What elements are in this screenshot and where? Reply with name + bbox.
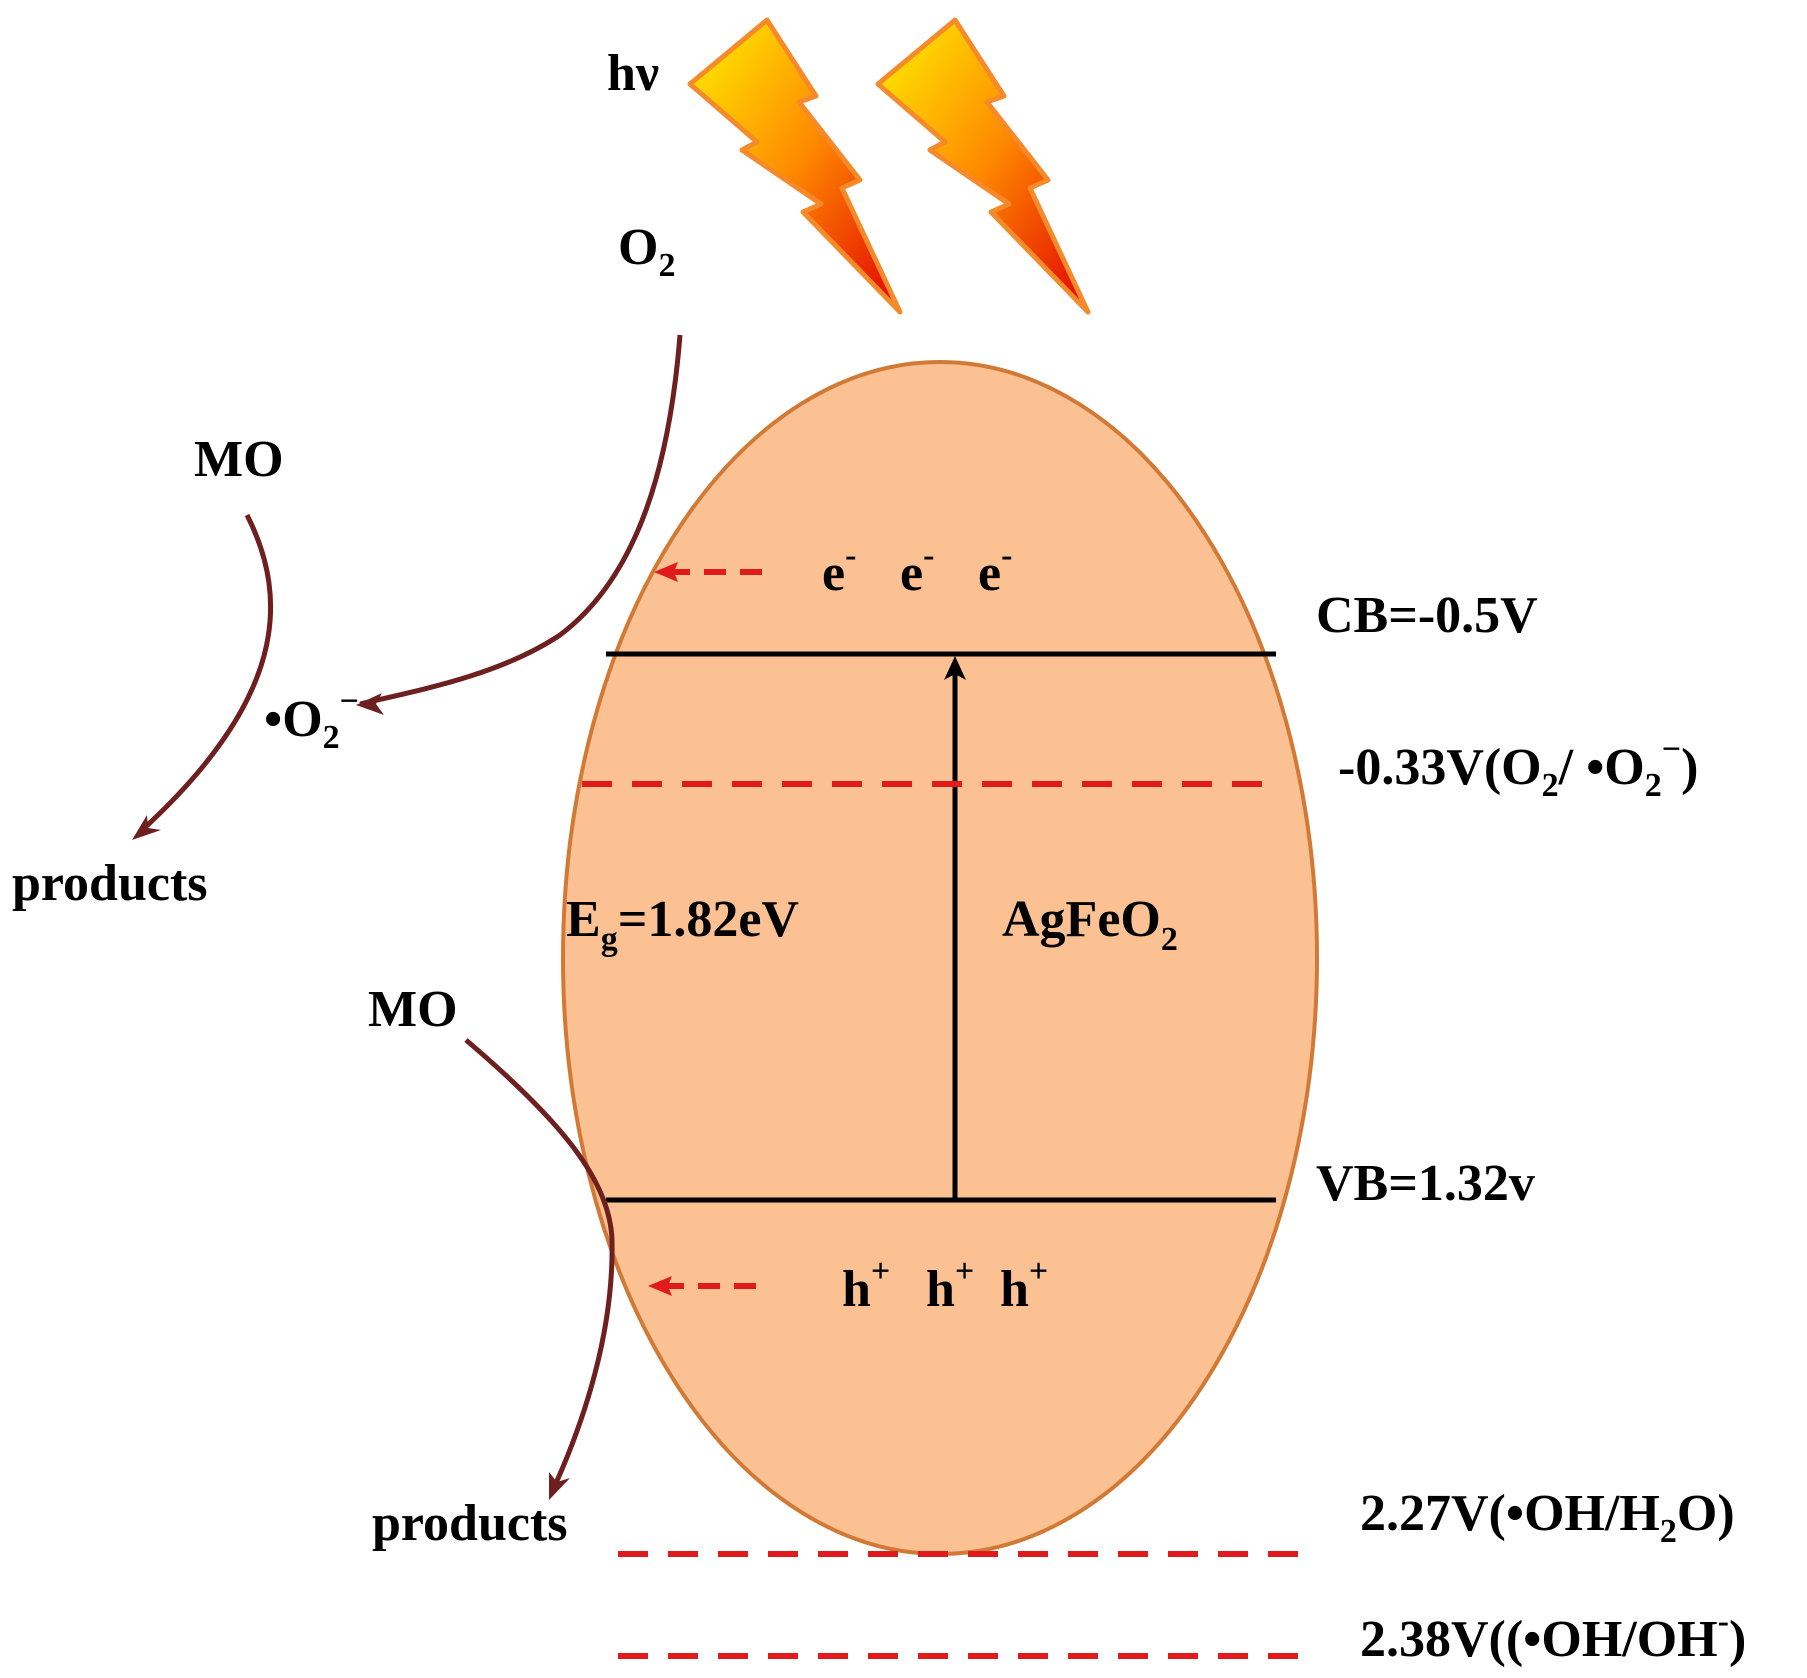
excitation-arrowhead: [944, 656, 966, 680]
hole-label: h+: [926, 1253, 974, 1318]
mo-bottom-degradation-arrow: [464, 1038, 615, 1494]
o2-potential-label: -0.33V(O2/ •O2−): [1338, 731, 1698, 804]
mo-top-degradation-arrow: [138, 513, 274, 834]
electron-label: e-: [822, 537, 856, 602]
agfeo2-particle: [561, 360, 1319, 1556]
electron-label: e-: [900, 537, 934, 602]
arrow-icon: [132, 815, 161, 840]
oh-h2o-potential-label: 2.27V(•OH/H2O): [1360, 1485, 1735, 1550]
hv-label: hν: [607, 45, 659, 102]
arrow-icon: [356, 693, 384, 715]
oh-oh-potential-label: 2.38V((•OH/OH-): [1360, 1603, 1746, 1668]
material-label: AgFeO2: [1002, 891, 1178, 958]
o2-label: O2: [618, 219, 675, 284]
hole-label: h+: [1000, 1253, 1048, 1318]
vb-label: VB=1.32v: [1316, 1155, 1535, 1212]
superoxide-label: •O2−: [264, 683, 359, 756]
lightning-bolt-icon: [687, 17, 903, 315]
arrow-icon: [549, 1472, 570, 1500]
electron-label: e-: [978, 537, 1012, 602]
bandgap-label: Eg=1.82eV: [566, 891, 799, 958]
lightning-bolt-icon: [875, 17, 1091, 315]
cb-label: CB=-0.5V: [1316, 587, 1538, 644]
mo-label-top: MO: [194, 431, 284, 488]
arrow-icon: [654, 562, 678, 582]
hole-label: h+: [842, 1253, 890, 1318]
products-label-top: products: [12, 855, 208, 912]
mo-label-bottom: MO: [368, 981, 458, 1038]
arrow-icon: [648, 1276, 672, 1296]
products-label-bottom: products: [372, 1495, 568, 1552]
o2-reduction-arrow: [359, 334, 683, 707]
